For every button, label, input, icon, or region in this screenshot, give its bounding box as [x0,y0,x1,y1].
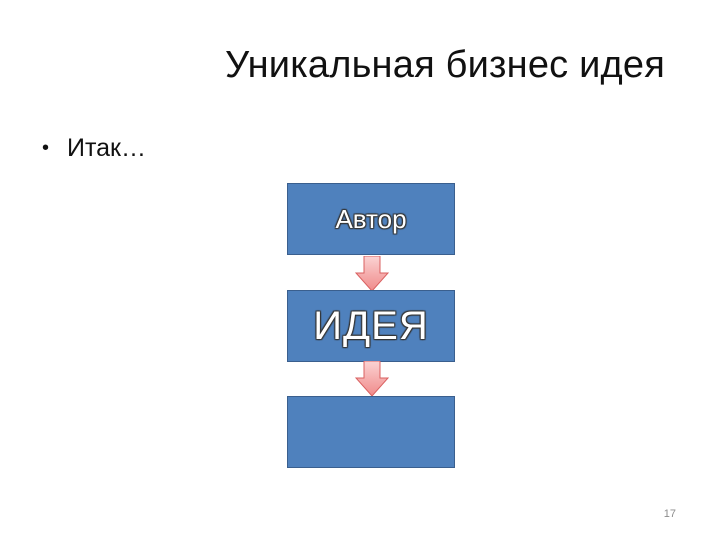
slide-title: Уникальная бизнес идея [224,44,666,86]
bullet-dot-icon: • [42,137,50,159]
arrow-down-icon [355,361,389,397]
bullet-item: • Итак… [42,134,146,163]
page-number: 17 [663,508,676,520]
arrow-down-icon [355,256,389,292]
box-author: Автор [287,183,455,255]
bullet-text: Итак… [67,134,146,162]
box-result [287,396,455,468]
box-idea: ИДЕЯ [287,290,455,362]
